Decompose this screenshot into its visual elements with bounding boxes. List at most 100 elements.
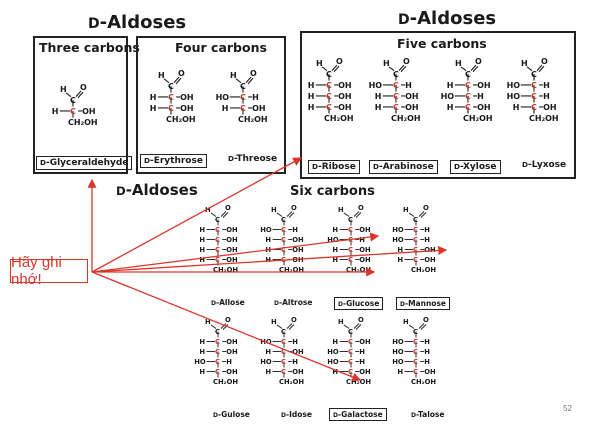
substituent-oh: OH xyxy=(424,246,436,254)
arrow-to-mannose xyxy=(91,245,448,273)
chiral-carbon: C xyxy=(215,368,220,376)
substituent-oh: HO xyxy=(392,348,404,356)
chiral-carbon: C xyxy=(393,103,399,112)
substituent-oh: HO xyxy=(327,348,339,356)
aldehyde-o: O xyxy=(291,204,297,212)
substituent-oh: OH xyxy=(477,103,491,112)
chiral-carbon: C xyxy=(215,246,220,254)
substituent-h: H xyxy=(359,358,365,366)
bond-c-o-2 xyxy=(472,65,479,73)
substituent-h: H xyxy=(397,246,404,254)
aldehyde-h: H xyxy=(338,206,344,214)
substituent-oh: OH xyxy=(338,103,352,112)
substituent-h: H xyxy=(446,103,454,112)
callout-remember: Hãy ghi nhớ! xyxy=(10,254,88,288)
bond-h-c xyxy=(526,66,533,72)
substituent-h: H xyxy=(424,338,430,346)
five-carbons-title: Five carbons xyxy=(397,36,487,51)
aldehyde-c: C xyxy=(215,328,220,336)
bond-h-c xyxy=(343,324,350,329)
chiral-carbon: C xyxy=(168,104,174,113)
name-threose: D-Threose xyxy=(228,154,278,164)
substituent-oh: OH xyxy=(405,92,419,101)
aldehyde-c: C xyxy=(168,82,174,91)
chiral-carbon: C xyxy=(348,348,353,356)
aldehyde-o: O xyxy=(250,69,257,78)
fischer-bonds-arabinose xyxy=(382,64,407,114)
bond-c-o-2 xyxy=(222,324,229,330)
fischer-bonds-allose xyxy=(206,211,229,266)
substituent-h: H xyxy=(199,256,206,264)
chiral-carbon: C xyxy=(413,368,418,376)
substituent-oh: OH xyxy=(338,92,352,101)
substituent-oh: OH xyxy=(226,226,238,234)
substituent-oh: OH xyxy=(226,348,238,356)
aldehyde-h: H xyxy=(271,318,277,326)
aldehyde-o: O xyxy=(291,316,297,324)
aldehyde-c: C xyxy=(393,70,399,79)
aldehyde-h: H xyxy=(158,71,165,80)
aldehyde-o: O xyxy=(336,57,343,66)
aldehyde-c: C xyxy=(70,96,76,105)
bond-c-o-2 xyxy=(355,324,362,330)
bond-c-o-2 xyxy=(420,212,427,218)
aldehyde-o: O xyxy=(225,316,231,324)
substituent-h: H xyxy=(292,338,298,346)
bond-c-o-1 xyxy=(245,76,252,84)
bond-h-c xyxy=(388,66,395,72)
fischer-bonds-ribose xyxy=(315,64,340,114)
name-ribose: D-Ribose xyxy=(308,160,360,174)
substituent-h: H xyxy=(543,81,550,90)
bond-h-c xyxy=(460,66,467,72)
substituent-h: H xyxy=(199,338,206,346)
page-number: 52 xyxy=(563,404,572,413)
bond-c-o-1 xyxy=(75,90,82,98)
substituent-h: H xyxy=(199,348,206,356)
bond-c-o-1 xyxy=(286,323,293,329)
title-aldoses-right: D-Aldoses xyxy=(398,8,497,29)
chiral-carbon: C xyxy=(326,103,332,112)
fischer-bonds-glucose xyxy=(339,211,362,266)
name-galactose: D-Galactose xyxy=(329,408,387,421)
bond-h-c xyxy=(408,324,415,329)
chiral-carbon: C xyxy=(348,368,353,376)
substituent-oh: HO xyxy=(215,93,230,102)
substituent-h: H xyxy=(374,103,382,112)
name-allose: D-Allose xyxy=(211,298,245,307)
aldehyde-h: H xyxy=(403,206,409,214)
chiral-carbon: C xyxy=(215,226,220,234)
name-lyxose: D-Lyxose xyxy=(522,160,567,170)
chiral-carbon: C xyxy=(168,93,174,102)
substituent-oh: OH xyxy=(477,81,491,90)
chiral-carbon: C xyxy=(413,246,418,254)
fischer-bonds-altrose xyxy=(272,211,295,266)
aldehyde-c: C xyxy=(531,70,537,79)
chiral-carbon: C xyxy=(348,256,353,264)
substituent-h: H xyxy=(332,368,339,376)
substituent-h: H xyxy=(221,104,229,113)
chiral-carbon: C xyxy=(240,93,246,102)
bond-c-o-2 xyxy=(247,77,254,85)
aldehyde-c: C xyxy=(413,328,418,336)
substituent-h: H xyxy=(477,92,484,101)
chiral-carbon: C xyxy=(281,368,286,376)
substituent-oh: HO xyxy=(440,92,455,101)
bond-c-o-2 xyxy=(400,65,407,73)
chiral-carbon: C xyxy=(413,358,418,366)
aldehyde-c: C xyxy=(215,216,220,224)
bond-h-c xyxy=(276,324,283,329)
terminal-ch2oh: CH₂OH xyxy=(463,114,493,123)
chiral-carbon: C xyxy=(215,256,220,264)
arrow-to-galactose xyxy=(91,271,362,382)
title-aldoses-left: D-Aldoses xyxy=(88,12,187,33)
fischer-bonds-talose xyxy=(404,323,427,378)
bond-c-o-1 xyxy=(470,64,477,72)
bond-c-o-1 xyxy=(286,211,293,217)
substituent-h: H xyxy=(199,236,206,244)
terminal-ch2oh: CH₂OH xyxy=(391,114,421,123)
substituent-h: H xyxy=(405,81,412,90)
substituent-oh: HO xyxy=(260,358,272,366)
substituent-h: H xyxy=(359,348,365,356)
fischer-bonds-galactose xyxy=(339,323,362,378)
